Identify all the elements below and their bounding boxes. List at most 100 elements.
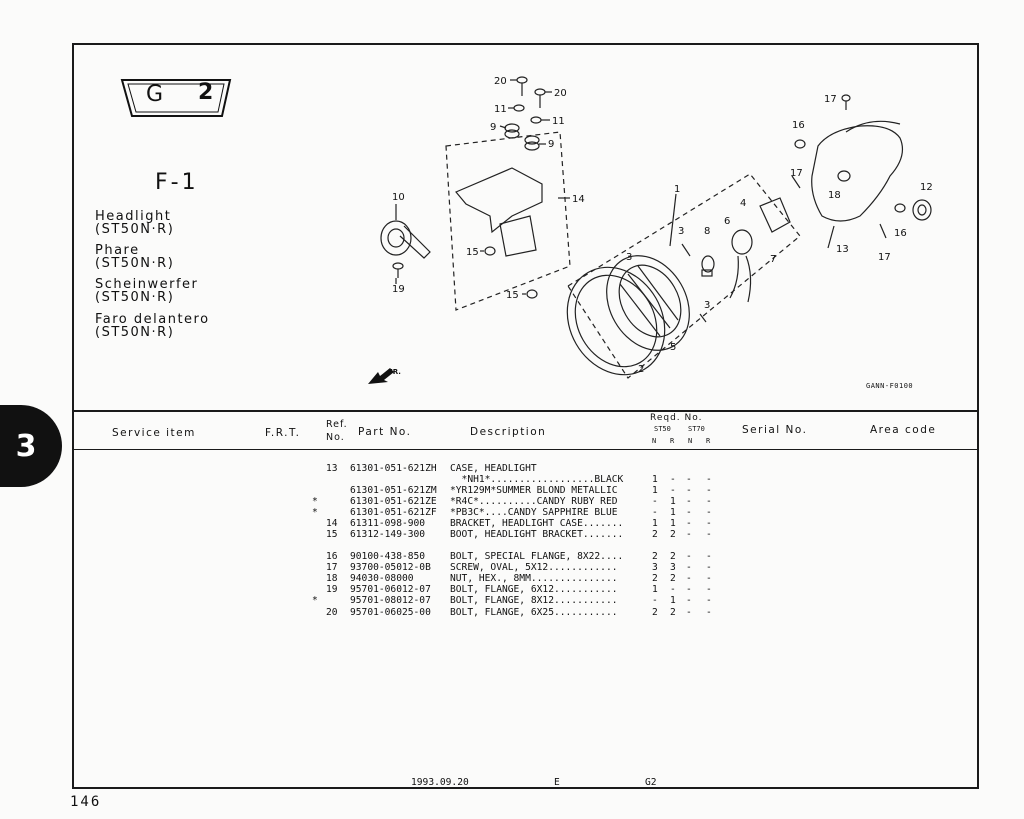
title-english: Headlight (ST50N·R) — [95, 210, 174, 236]
group-badge: G 2 — [118, 76, 234, 120]
callout: 3 — [704, 300, 710, 311]
screw-17-right — [879, 223, 887, 239]
qty: - — [686, 595, 692, 606]
title-model: (ST50N·R) — [95, 325, 175, 340]
description: BRACKET, HEADLIGHT CASE....... — [450, 518, 624, 529]
footer-date: 1993.09.20 — [411, 777, 469, 788]
bolt-20-right — [534, 88, 546, 108]
callout: 3 — [678, 226, 684, 237]
qty: 1 — [670, 595, 676, 606]
bolt-16-left — [794, 139, 806, 149]
qty: - — [670, 485, 676, 496]
section-number: 3 — [15, 428, 37, 464]
qty: - — [652, 496, 658, 507]
callout: 14 — [572, 194, 585, 205]
clip-3 — [681, 243, 707, 323]
qty: 1 — [652, 485, 658, 496]
header-service-item: Service item — [112, 427, 196, 439]
title-name: Headlight — [95, 209, 172, 224]
callout: 11 — [552, 116, 565, 127]
callout: 9 — [490, 122, 496, 133]
header-n2: N — [688, 437, 693, 445]
header-r1: R — [670, 437, 675, 445]
title-name: Scheinwerfer — [95, 277, 199, 292]
part-no: 61301-051-621ZH — [350, 463, 437, 474]
ref-no: 19 — [326, 584, 338, 595]
qty: - — [686, 496, 692, 507]
qty: 2 — [652, 551, 658, 562]
table-row: *61301-051-621ZE*R4C*..........CANDY RUB… — [0, 485, 712, 507]
qty: - — [686, 485, 692, 496]
headlight-lens — [606, 255, 690, 351]
qty: 1 — [652, 474, 658, 485]
direction-label: FR. — [388, 368, 401, 376]
part-no: 95701-08012-07 — [350, 595, 431, 606]
callout: 17 — [790, 168, 803, 179]
qty: - — [686, 518, 692, 529]
header-ref-2: No. — [326, 432, 345, 443]
ref-no: 14 — [326, 518, 338, 529]
bulb-8 — [701, 255, 715, 277]
qty: 2 — [652, 607, 658, 618]
rubber-9-right — [524, 135, 540, 151]
qty: - — [686, 529, 692, 540]
callout: 17 — [824, 94, 837, 105]
mark: * — [312, 507, 318, 518]
qty: - — [706, 595, 712, 606]
description: CASE, HEADLIGHT — [450, 463, 537, 474]
mark: * — [312, 496, 318, 507]
callout: 18 — [828, 190, 841, 201]
washer-11-right — [530, 116, 542, 124]
callout: 17 — [878, 252, 891, 263]
callout: 6 — [724, 216, 730, 227]
qty: - — [670, 584, 676, 595]
ref-no: 18 — [326, 573, 338, 584]
footer-group: G2 — [645, 777, 657, 788]
callout: 9 — [548, 139, 554, 150]
mark: * — [312, 595, 318, 606]
qty: - — [706, 584, 712, 595]
part-no: 61301-051-621ZE — [350, 496, 437, 507]
qty: - — [706, 485, 712, 496]
qty: - — [686, 607, 692, 618]
rubber-9-left — [504, 123, 520, 139]
bolt-20-left — [516, 76, 528, 96]
callout: 13 — [836, 244, 849, 255]
title-french: Phare (ST50N·R) — [95, 244, 174, 270]
description: *NH1*..................BLACK — [450, 474, 624, 485]
header-st70: ST70 — [688, 425, 705, 433]
table-header-rule — [72, 449, 979, 450]
horn-10 — [380, 220, 431, 259]
qty: 2 — [652, 573, 658, 584]
callout: 20 — [494, 76, 507, 87]
grommet-12 — [912, 199, 932, 221]
qty: 2 — [670, 607, 676, 618]
qty: 1 — [670, 496, 676, 507]
qty: 3 — [652, 562, 658, 573]
qty: - — [686, 562, 692, 573]
bracket-14 — [455, 167, 543, 234]
callout: 3 — [626, 252, 632, 263]
description: BOLT, SPECIAL FLANGE, 8X22.... — [450, 551, 624, 562]
cover-4 — [759, 197, 791, 233]
bolt-19 — [392, 262, 404, 278]
description: BOLT, FLANGE, 6X25........... — [450, 607, 618, 618]
title-spanish: Faro delantero (ST50N·R) — [95, 313, 210, 339]
qty: - — [706, 607, 712, 618]
callout: 16 — [894, 228, 907, 239]
qty: 2 — [652, 529, 658, 540]
header-serial-no: Serial No. — [742, 424, 808, 436]
qty: - — [686, 551, 692, 562]
description: *PB3C*....CANDY SAPPHIRE BLUE — [450, 507, 618, 518]
callout: 7 — [770, 254, 776, 265]
part-no: 94030-08000 — [350, 573, 414, 584]
callout: 5 — [670, 342, 676, 353]
header-part-no: Part No. — [358, 426, 412, 438]
